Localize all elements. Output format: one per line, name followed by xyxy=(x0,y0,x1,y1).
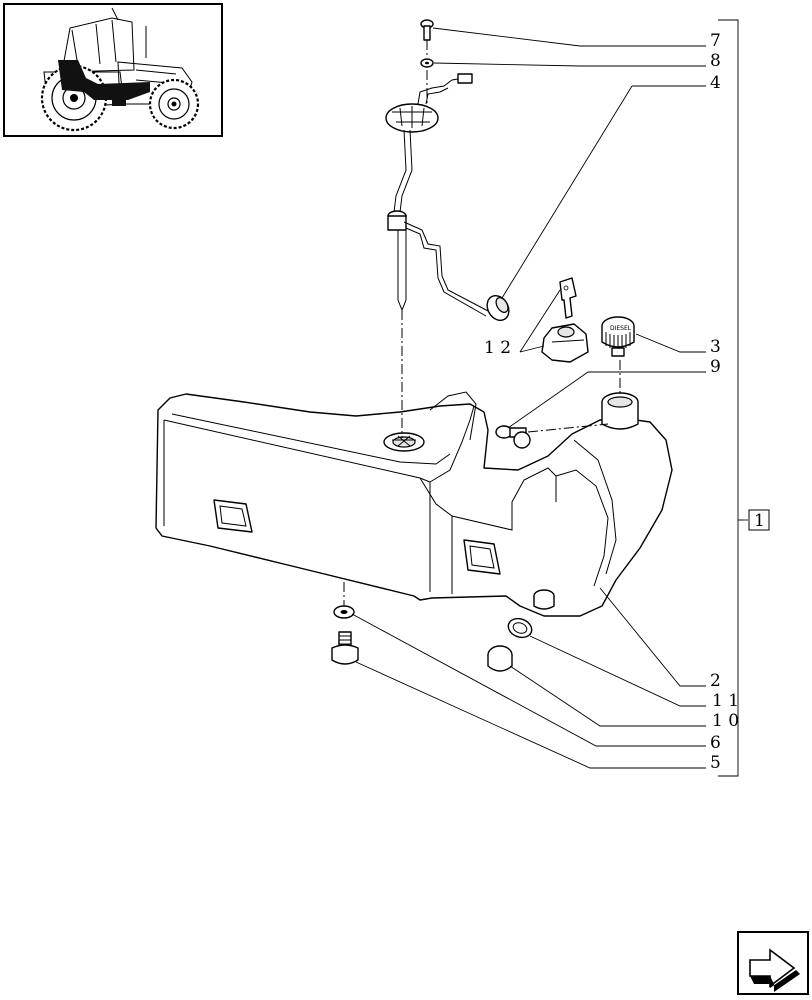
callout-4: 4 xyxy=(710,73,721,93)
drain-cap-10[interactable] xyxy=(487,645,513,672)
fuel-tank-2[interactable] xyxy=(155,391,673,617)
callout-2: 2 xyxy=(710,671,721,691)
locking-cap-12[interactable] xyxy=(541,323,589,363)
callout-3: 3 xyxy=(710,337,721,357)
next-page-arrow-button[interactable] xyxy=(737,931,809,995)
screw-7[interactable] xyxy=(420,19,434,41)
assembly-axes xyxy=(343,40,621,606)
tank-cap-3[interactable]: DIESEL xyxy=(601,316,635,357)
callout-10: 1 0 xyxy=(712,711,739,731)
leader-lines xyxy=(351,27,706,769)
bolt-9[interactable] xyxy=(495,425,531,449)
screw-5[interactable] xyxy=(331,631,359,665)
arrow-icon xyxy=(749,948,800,992)
callout-5: 5 xyxy=(710,753,721,773)
tractor-thumbnail[interactable] xyxy=(3,3,223,137)
callout-8: 8 xyxy=(710,51,721,71)
callout-11: 1 1 xyxy=(712,691,739,711)
washer-6[interactable] xyxy=(333,605,355,619)
callout-12: 1 2 xyxy=(484,338,511,358)
seal-11[interactable] xyxy=(506,615,535,640)
callout-7: 7 xyxy=(710,31,721,51)
group-bracket xyxy=(718,19,770,777)
fuel-level-sender-4[interactable] xyxy=(385,73,513,324)
svg-text:DIESEL: DIESEL xyxy=(610,325,632,332)
washer-8[interactable] xyxy=(420,58,434,68)
callout-6: 6 xyxy=(710,733,721,753)
callout-group: 1 xyxy=(754,511,765,531)
key-12[interactable] xyxy=(559,277,577,319)
callout-9: 9 xyxy=(710,357,721,377)
